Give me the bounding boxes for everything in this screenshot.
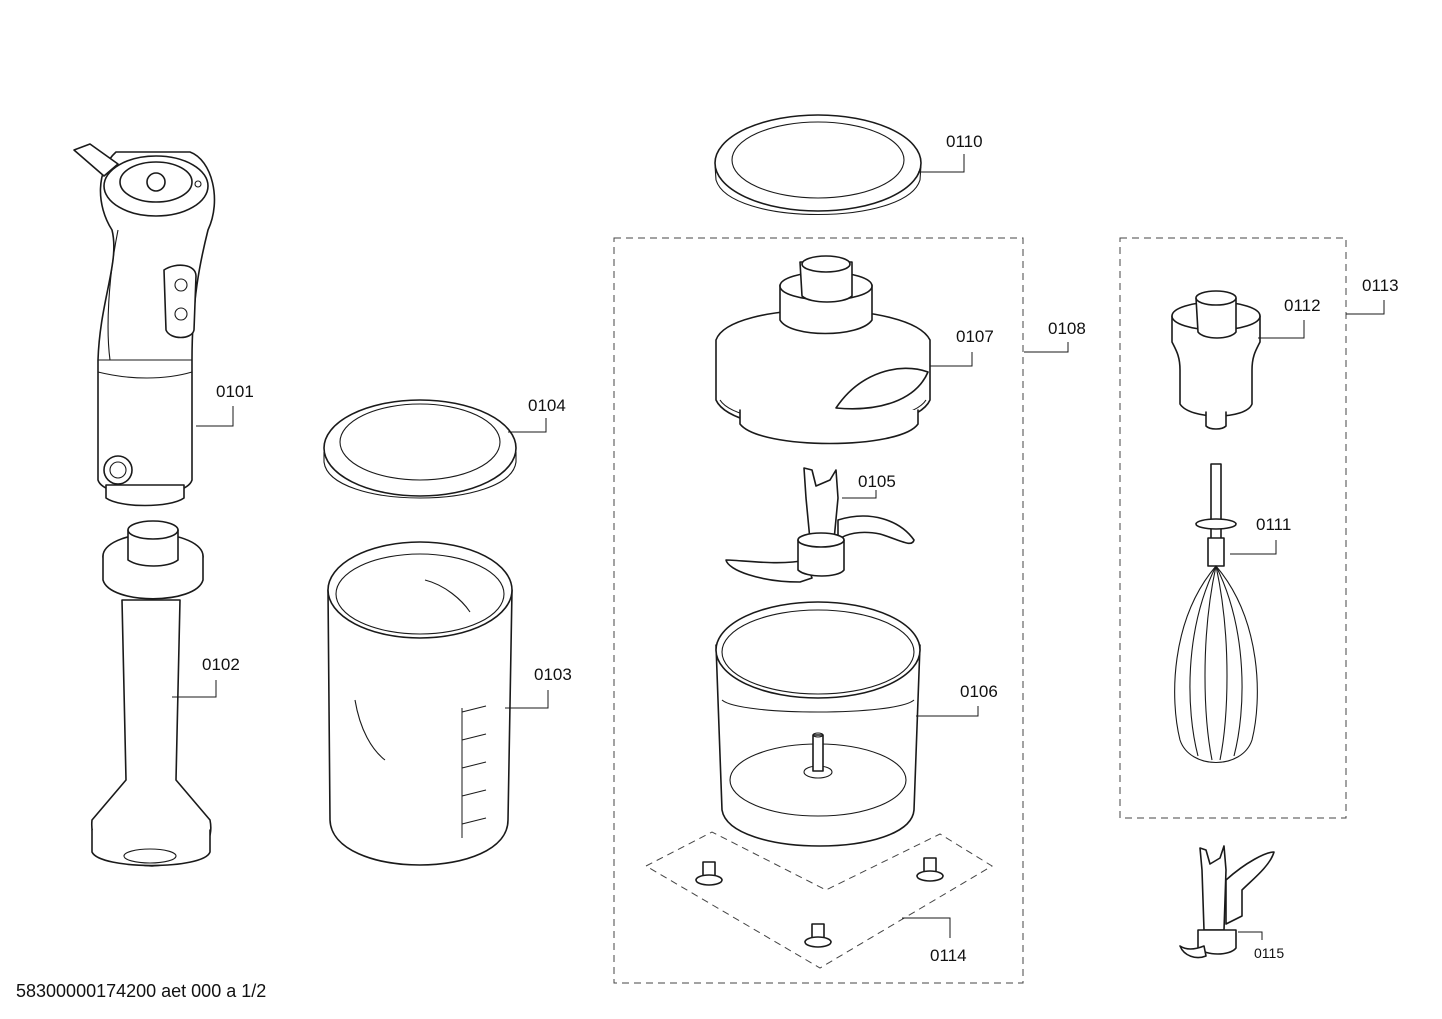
anti-slip-base-0114 [644, 831, 993, 969]
beaker-scale-ticks [461, 705, 487, 825]
label-0105: 0105 [858, 472, 896, 491]
rubber-foot [916, 857, 944, 882]
chopper-bowl-0106 [715, 601, 921, 847]
chopper-group-boundary-0108 [613, 237, 1024, 984]
rubber-foot [695, 861, 723, 886]
document-code: 58300000174200 aet 000 a 1/2 [16, 981, 267, 1001]
blending-shaft-0102 [90, 520, 212, 867]
beaker-lid-0104 [323, 399, 517, 499]
motor-unit-0101 [73, 143, 216, 507]
label-0112: 0112 [1284, 296, 1321, 315]
leader-lines [172, 154, 1385, 940]
label-0115: 0115 [1254, 945, 1284, 961]
chopping-blade-0115 [1179, 845, 1275, 959]
label-0108: 0108 [1048, 319, 1086, 338]
label-0111: 0111 [1256, 515, 1291, 534]
label-0114: 0114 [930, 946, 967, 965]
chopper-gearbox-0107 [715, 255, 931, 445]
label-0110: 0110 [946, 132, 983, 151]
chopping-blade-0105 [725, 467, 915, 583]
chopper-lid-0110 [714, 114, 922, 215]
whisk-group-boundary-0113 [1119, 237, 1347, 819]
label-0102: 0102 [202, 655, 240, 674]
label-0113: 0113 [1362, 276, 1399, 295]
whisk-0111 [1174, 463, 1258, 763]
whisk-gearbox-0112 [1171, 290, 1261, 430]
rubber-foot [804, 923, 832, 948]
label-0104: 0104 [528, 396, 566, 415]
beaker-0103 [327, 541, 513, 866]
label-0106: 0106 [960, 682, 998, 701]
label-0103: 0103 [534, 665, 572, 684]
label-0107: 0107 [956, 327, 994, 346]
label-0101: 0101 [216, 382, 254, 401]
